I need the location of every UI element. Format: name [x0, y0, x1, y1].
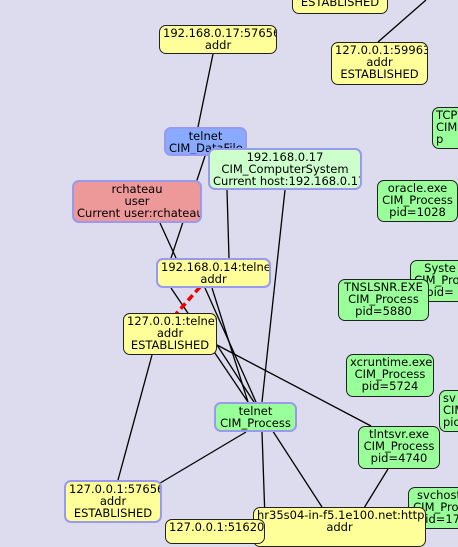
graph-edge [261, 431, 266, 520]
node-label-line: pid=5880 [355, 304, 412, 318]
node-label-line: 127.0.0.1:59963 [335, 43, 428, 57]
node-label-line: addr [366, 55, 393, 69]
graph-edge [117, 354, 153, 481]
highlighted-edge [174, 285, 202, 316]
graph-edge [226, 189, 230, 259]
node-label-line: addr [204, 38, 232, 52]
node-label-line: rchateau [111, 182, 163, 196]
node-label-line: CIM_Process [354, 367, 426, 381]
node-label-line: 127.0.0.1:51620 [169, 520, 265, 534]
node-label-line: CIM_Process [363, 439, 435, 453]
node-established-top[interactable]: ESTABLISHED [292, 0, 388, 14]
node-label-line: pid=17 [417, 512, 458, 526]
graph-edge [261, 189, 286, 403]
node-label-line: pid=1028 [389, 205, 446, 219]
node-label-line: xcruntime.exe [350, 355, 433, 369]
node-sv-partial[interactable]: svCIMpid [439, 390, 458, 432]
node-label-line: addr [326, 520, 353, 534]
node-label-line: pid= [426, 285, 454, 299]
node-label-line: CIM_Process [382, 193, 453, 207]
node-label-line: addr [156, 326, 184, 340]
node-label-line: TCP [436, 108, 458, 122]
node-label-line: ESTABLISHED [130, 338, 210, 352]
node-label-line: tlntsvr.exe [368, 427, 430, 441]
node-label-line: pid=5724 [361, 379, 419, 393]
node-label-line: CIM_Process [220, 416, 291, 430]
node-label-line: svchost [417, 488, 458, 502]
node-label-line: pid=4740 [370, 451, 428, 465]
node-label-line: oracle.exe [387, 181, 448, 195]
graph-edge [197, 53, 214, 128]
node-label-line: 127.0.0.1:telnet [127, 314, 217, 328]
node-label-line: CIM_ComputerSystem [221, 162, 349, 176]
node-label-line: ESTABLISHED [300, 0, 380, 9]
node-label-line: user [124, 194, 150, 208]
node-label-line: CIM_Process [348, 292, 419, 306]
node-addr-51620[interactable]: 127.0.0.1:51620 [165, 519, 265, 544]
node-label-line: sv [443, 391, 456, 405]
node-label-line: telnet [238, 404, 273, 418]
node-label-line: 127.0.0.1:57656 [69, 482, 162, 496]
graph-edge [159, 222, 177, 259]
node-label-line: p [436, 132, 444, 146]
node-label-line: Current host:192.168.0.17 [213, 174, 362, 188]
node-label-line: Current user:rchateau [77, 206, 202, 220]
graph-edge [363, 468, 389, 509]
node-label-line: 192.168.0.14:telnet [161, 260, 271, 274]
graph-edge [377, 0, 427, 43]
node-label-line: CIM [443, 403, 458, 417]
node-label-line: ESTABLISHED [73, 506, 153, 520]
node-label-line: hr35s04-in-f5.1e100.net:https [257, 508, 426, 522]
node-label-line: pid [443, 415, 458, 429]
node-label-line: Syste [424, 261, 456, 275]
graph-edge [216, 344, 372, 427]
node-label-line: CIM [436, 120, 458, 134]
node-label-line: addr [99, 494, 127, 508]
node-label-line: 192.168.0.17 [246, 150, 324, 164]
node-label-line: 192.168.0.17:57656 [163, 26, 277, 40]
node-label-line: addr [200, 272, 227, 286]
node-label-line: telnet [188, 129, 223, 143]
node-label-line: ESTABLISHED [340, 67, 419, 81]
graph-edge [204, 287, 257, 403]
node-label-line: TNSLSNR.EXE [344, 280, 423, 294]
